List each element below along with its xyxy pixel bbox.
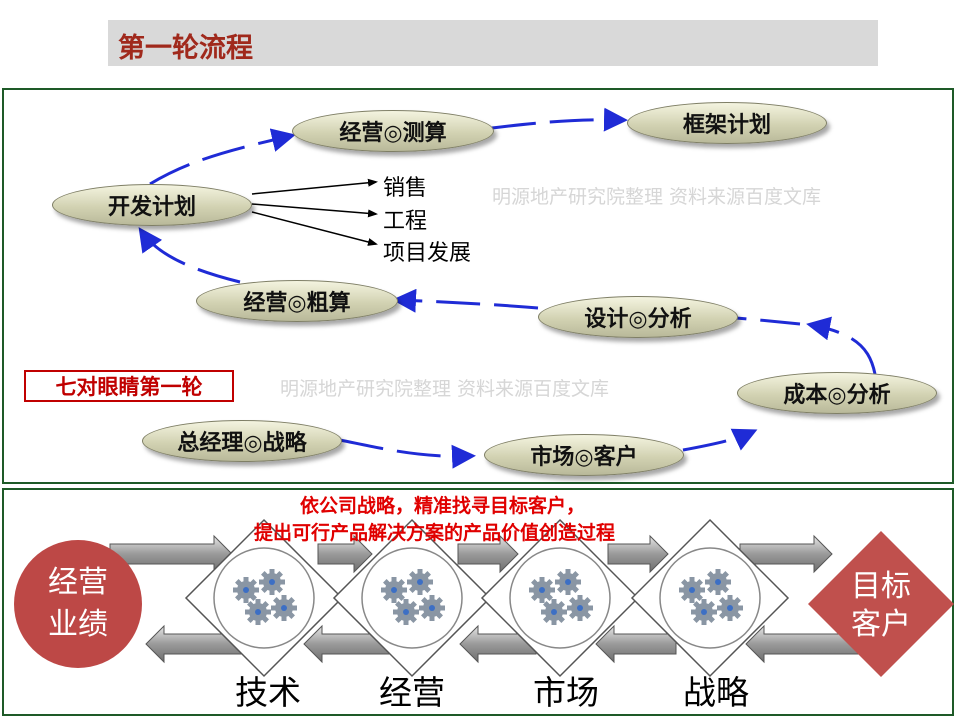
flow-arrow bbox=[735, 316, 801, 326]
branch-arrow bbox=[251, 203, 378, 218]
node-kuangjia-jihua: 框架计划 bbox=[627, 102, 827, 144]
node-sheji-fenxi: 设计◎分析 bbox=[538, 296, 738, 338]
stage-label-operation: 经营 bbox=[379, 673, 445, 712]
forward-arrow-row bbox=[109, 534, 833, 574]
stage-label-tech: 技术 bbox=[235, 673, 301, 712]
stage-label-market: 市场 bbox=[533, 673, 599, 712]
flow-arrow bbox=[339, 438, 476, 469]
process-note-line2: 提出可行产品解决方案的产品价值创造过程 bbox=[254, 522, 616, 544]
title-bar: 第一轮流程 bbox=[108, 20, 878, 66]
node-zongjingli-zhanlue: 总经理◎战略 bbox=[142, 420, 342, 462]
node-chengben-fenxi: 成本◎分析 bbox=[737, 372, 937, 414]
business-performance-circle: 经营 业绩 bbox=[14, 540, 142, 668]
target-customer-label: 目标 客户 bbox=[808, 568, 954, 644]
branch-label: 工程 bbox=[383, 209, 428, 234]
branch-label: 项目发展 bbox=[383, 241, 472, 266]
flow-arrow bbox=[138, 227, 241, 284]
watermark: 明源地产研究院整理 资料来源百度文库 bbox=[280, 378, 610, 400]
diamond-line: 客户 bbox=[851, 607, 911, 642]
node-jingying-cesuan: 经营◎测算 bbox=[292, 110, 494, 152]
diamond-line: 目标 bbox=[851, 569, 911, 604]
flow-arrow bbox=[682, 428, 758, 452]
branch-arrow bbox=[251, 178, 378, 195]
node-jingying-cusuan: 经营◎粗算 bbox=[196, 280, 398, 322]
node-kaifa-jihua: 开发计划 bbox=[52, 184, 252, 226]
flow-panel bbox=[2, 88, 954, 484]
process-note-line1: 依公司战略，精准找寻目标客户， bbox=[300, 495, 586, 517]
stage-label-strategy: 战略 bbox=[683, 673, 749, 712]
target-diamond-shape bbox=[808, 531, 954, 677]
flow-arrow bbox=[806, 316, 877, 375]
page-title: 第一轮流程 bbox=[118, 33, 253, 64]
node-shichang-kehu: 市场◎客户 bbox=[484, 434, 684, 476]
watermark: 明源地产研究院整理 资料来源百度文库 bbox=[492, 186, 822, 208]
branch-label: 销售 bbox=[383, 176, 428, 201]
backward-arrow-row bbox=[145, 624, 863, 664]
round-label: 七对眼睛第一轮 bbox=[24, 370, 234, 402]
flow-arrow bbox=[149, 128, 296, 186]
branch-arrow bbox=[251, 211, 378, 246]
circle-line: 经营 bbox=[48, 565, 108, 600]
flow-arrow bbox=[392, 288, 539, 313]
flow-arrow bbox=[491, 107, 628, 132]
circle-line: 业绩 bbox=[48, 607, 108, 642]
